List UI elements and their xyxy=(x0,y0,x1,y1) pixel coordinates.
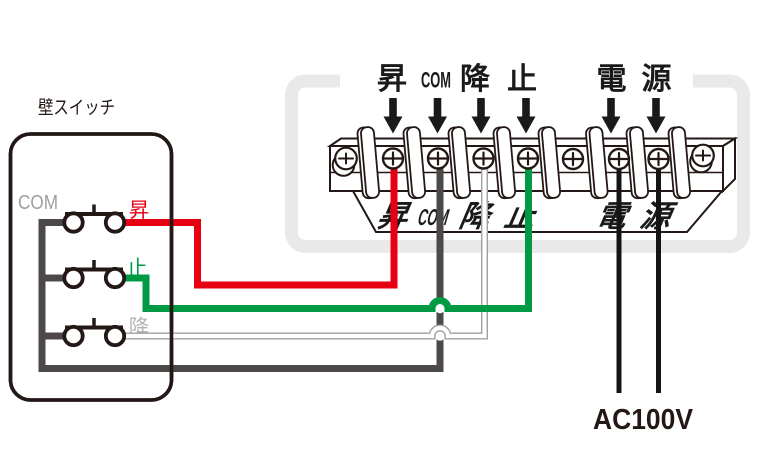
terminal-dividers xyxy=(356,126,692,200)
top-label-stop: 止 xyxy=(507,63,537,96)
terminal-divider xyxy=(447,126,472,200)
stop-terminal-arrow-icon xyxy=(516,98,536,134)
terminal-divider xyxy=(402,126,427,200)
contact-up-right xyxy=(103,211,127,234)
end-screw-left xyxy=(331,146,358,177)
voltage-label: AC100V xyxy=(593,404,694,436)
screw-com xyxy=(426,147,450,170)
button-label-up: 昇 xyxy=(129,199,150,222)
contact-down-right xyxy=(103,324,127,348)
screw-down xyxy=(472,147,495,170)
button-label-stop: 止 xyxy=(127,257,148,280)
terminal-divider xyxy=(667,126,692,200)
terminal-divider xyxy=(537,126,562,200)
contact-stop-right xyxy=(103,266,127,290)
screw-power-2 xyxy=(647,147,670,171)
top-label-power-2: 源 xyxy=(642,63,672,96)
terminal-divider xyxy=(625,126,650,200)
down-wire-core xyxy=(124,159,487,339)
wall-switch-com-label: COM xyxy=(18,191,58,214)
terminal-top-labels: 昇 COM 降 止 電 源 xyxy=(377,63,672,96)
terminal-divider xyxy=(492,126,517,200)
wall-switch-title: 壁スイッチ xyxy=(38,97,115,118)
screw-spare xyxy=(561,147,585,171)
com-terminal-arrow-icon xyxy=(428,98,447,134)
contact-down-left xyxy=(62,324,85,348)
screw-power-1 xyxy=(607,147,631,171)
stop-wire xyxy=(122,159,532,312)
top-label-down: 降 xyxy=(460,63,491,96)
terminal-bar-side-face xyxy=(722,136,736,194)
frame-knockout xyxy=(340,67,693,97)
top-label-up: 昇 xyxy=(377,63,407,96)
face-label-com: COM xyxy=(416,204,451,230)
terminal-divider xyxy=(356,126,381,200)
terminal-arrows xyxy=(383,98,666,134)
contact-up-left xyxy=(62,211,85,234)
top-label-power-1: 電 xyxy=(597,63,627,96)
screw-stop xyxy=(516,147,540,170)
screw-up xyxy=(381,147,405,170)
wall-switch-box xyxy=(8,132,174,402)
power-terminal-arrow-icon-2 xyxy=(646,98,666,134)
contact-stop-left xyxy=(62,266,85,290)
end-screw-right xyxy=(689,143,715,174)
down-wire-hop-gap xyxy=(435,331,445,341)
wires xyxy=(38,159,661,393)
wall-switch-box-outline xyxy=(8,132,174,402)
switch-contacts xyxy=(62,211,127,348)
up-terminal-arrow-icon xyxy=(383,98,403,134)
terminal-divider xyxy=(585,126,609,200)
down-terminal-arrow-icon xyxy=(471,98,491,134)
top-label-com: COM xyxy=(421,68,451,93)
power-terminal-arrow-icon-1 xyxy=(601,98,621,134)
terminal-screws xyxy=(331,143,715,177)
wall-switch: 壁スイッチ COM 昇 止 降 xyxy=(8,97,174,402)
stop-wire-hop-gap xyxy=(435,303,445,314)
